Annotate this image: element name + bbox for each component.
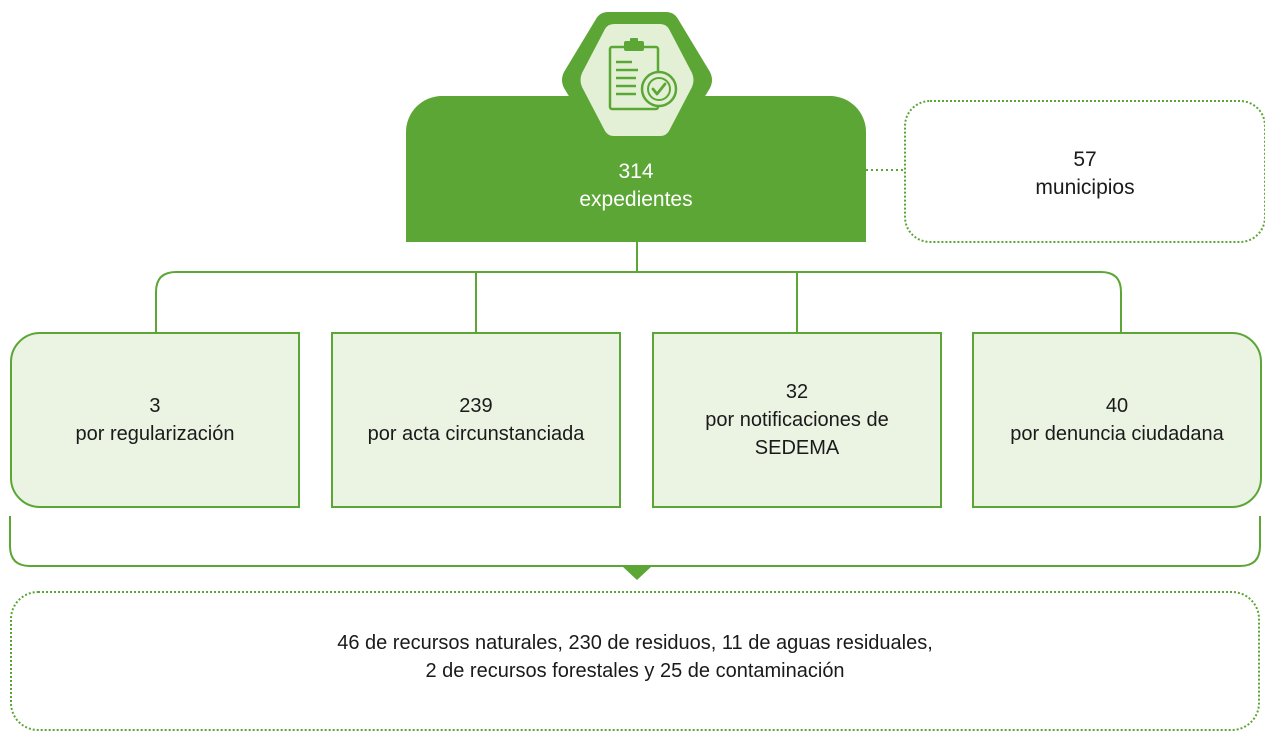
- category-text: 3 por regularización: [66, 392, 245, 448]
- bottom-bracket: [9, 516, 1261, 567]
- connector-lines: [9, 169, 1261, 580]
- category-label: por denuncia ciudadana: [1010, 423, 1224, 445]
- category-text: 239 por acta circunstanciada: [358, 392, 595, 448]
- municipios-label: municipios: [1035, 176, 1135, 199]
- municipios-box: 57 municipios: [904, 100, 1265, 243]
- municipios-count: 57: [1073, 148, 1097, 171]
- bracket-pointer: [622, 566, 652, 580]
- summary-box: 46 de recursos naturales, 230 de residuo…: [10, 591, 1260, 731]
- category-label: por acta circunstanciada: [367, 423, 585, 445]
- category-label: por regularización: [75, 423, 235, 445]
- category-box-regularizacion: 3 por regularización: [10, 332, 300, 508]
- municipios-text: 57 municipios: [906, 146, 1264, 202]
- expedientes-label: expedientes: [579, 188, 693, 211]
- summary-text: 46 de recursos naturales, 230 de residuo…: [12, 629, 1258, 685]
- category-count: 40: [1105, 395, 1129, 417]
- expedientes-count: 314: [618, 160, 654, 183]
- category-count: 239: [459, 395, 493, 417]
- category-box-denuncia: 40 por denuncia ciudadana: [972, 332, 1262, 508]
- category-label: por notificaciones de SEDEMA: [705, 409, 889, 459]
- category-count: 32: [785, 381, 809, 403]
- category-count: 3: [149, 395, 161, 417]
- category-text: 32 por notificaciones de SEDEMA: [654, 378, 940, 462]
- summary-line-2: 2 de recursos forestales y 25 de contami…: [425, 660, 845, 682]
- category-box-acta: 239 por acta circunstanciada: [331, 332, 621, 508]
- clipboard-check-icon: [562, 12, 712, 148]
- category-box-sedema: 32 por notificaciones de SEDEMA: [652, 332, 942, 508]
- category-text: 40 por denuncia ciudadana: [1000, 392, 1234, 448]
- expedientes-text: 314 expedientes: [406, 158, 866, 214]
- summary-line-1: 46 de recursos naturales, 230 de residuo…: [337, 632, 933, 654]
- branch-bus: [155, 271, 1122, 332]
